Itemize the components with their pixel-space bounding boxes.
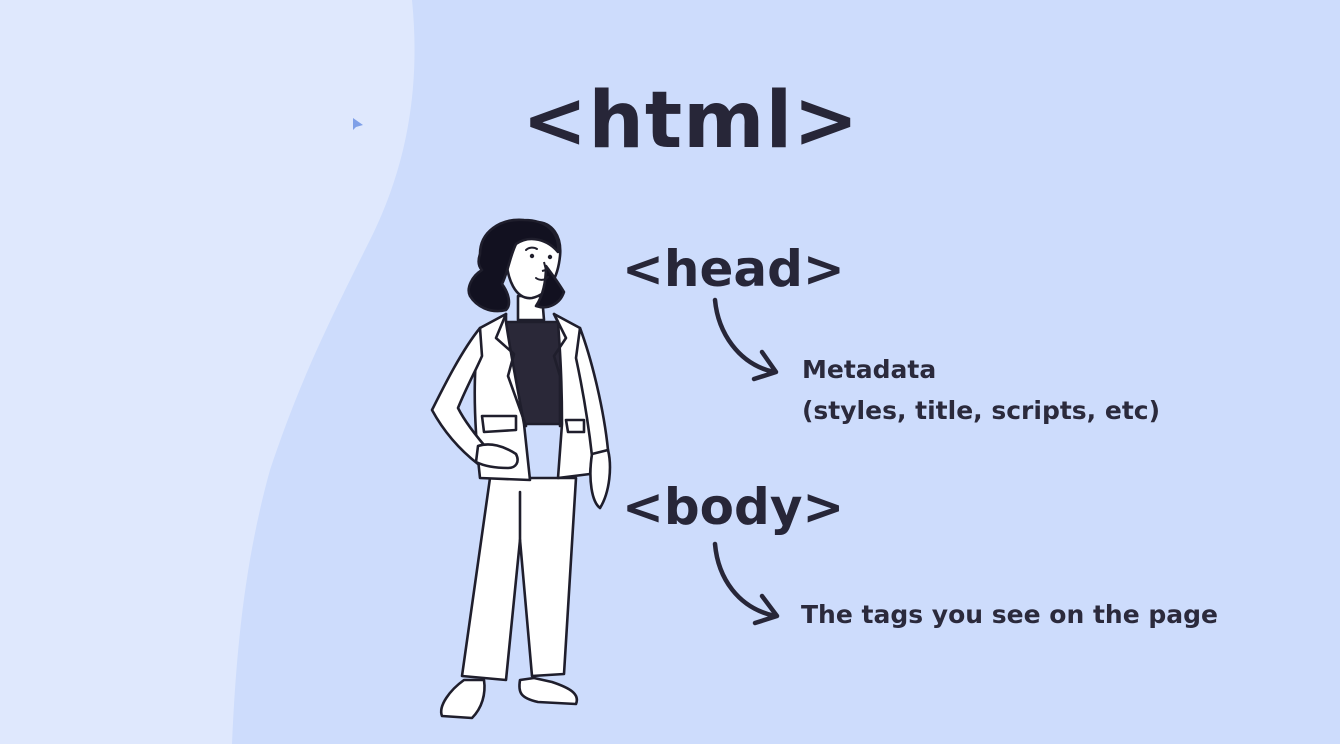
body-tag-label: <body> xyxy=(622,478,845,536)
mouse-pointer-icon xyxy=(353,118,363,130)
body-description-line: The tags you see on the page xyxy=(801,600,1218,629)
head-description-line2: (styles, title, scripts, etc) xyxy=(802,396,1161,425)
body-description: The tags you see on the page xyxy=(801,594,1218,635)
woman-illustration xyxy=(430,218,612,720)
head-description-line1: Metadata xyxy=(802,355,937,384)
head-description: Metadata (styles, title, scripts, etc) xyxy=(802,349,1160,431)
body-arrow-icon xyxy=(712,541,780,626)
head-arrow-icon xyxy=(712,297,779,382)
html-tag-title: <html> xyxy=(522,76,860,166)
head-tag-label: <head> xyxy=(622,240,845,298)
